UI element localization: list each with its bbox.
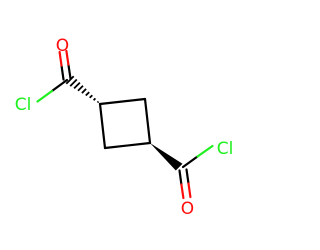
structure-diagram: O Cl Cl O: [15, 36, 234, 219]
co-double-bond-bottom-b-o: [187, 182, 192, 199]
atom-label-oxygen-bottom: O: [181, 199, 194, 219]
co-double-bond-bottom-a: [178, 169, 183, 186]
ring-bond-right: [143, 97, 152, 145]
c-cl-bond-top-cl: [36, 89, 54, 103]
atom-label-oxygen-top: O: [56, 36, 69, 56]
co-double-bond-bottom-b: [185, 168, 190, 185]
ring-bond-bottom: [103, 141, 152, 150]
solid-wedge-bond-bottom: [150, 143, 183, 171]
hashed-wedge-bond-top: [65, 75, 100, 104]
atom-label-chlorine-right: Cl: [217, 139, 234, 159]
c-cl-bond-bottom-cl: [196, 144, 214, 158]
c-cl-bond-bottom: [181, 155, 199, 169]
acyl-chloride-top: [36, 49, 72, 103]
ring-bond-top: [98, 97, 147, 106]
co-double-bond-bottom-a-o: [180, 183, 185, 200]
co-double-bond-top-a-o: [58, 50, 63, 67]
cyclobutane-ring: [98, 97, 152, 150]
atom-label-chlorine-left: Cl: [15, 95, 32, 115]
co-double-bond-top-b-o: [65, 49, 70, 66]
co-double-bond-top-b: [67, 63, 72, 80]
acyl-chloride-bottom: [178, 144, 214, 200]
co-double-bond-top-a: [60, 64, 65, 81]
ring-bond-left: [98, 102, 107, 150]
c-cl-bond-top: [50, 78, 69, 93]
